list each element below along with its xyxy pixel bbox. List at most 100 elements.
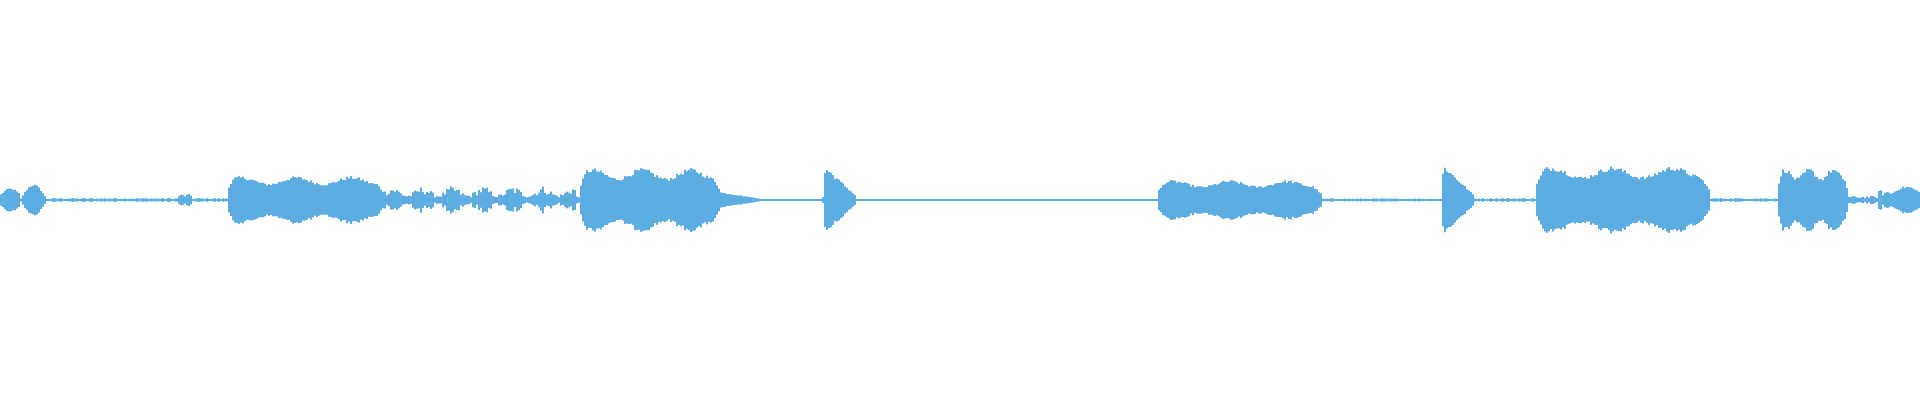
waveform-sample	[1690, 176, 1692, 224]
waveform-sample	[870, 199, 872, 201]
waveform-sample	[700, 172, 702, 228]
waveform-sample	[1628, 173, 1630, 227]
waveform-sample	[294, 177, 296, 223]
waveform-sample	[1128, 199, 1130, 201]
waveform-sample	[1410, 199, 1412, 201]
waveform-sample	[854, 194, 856, 206]
waveform-sample	[1906, 186, 1908, 214]
waveform-sample	[588, 172, 590, 228]
waveform-sample	[1072, 199, 1074, 201]
waveform-sample	[1162, 184, 1164, 216]
waveform-sample	[1464, 186, 1466, 214]
waveform-sample	[72, 198, 74, 202]
waveform-sample	[8, 188, 10, 212]
waveform-sample	[600, 170, 602, 230]
waveform-sample	[1554, 170, 1556, 230]
waveform-sample	[890, 199, 892, 201]
waveform-sample	[300, 177, 302, 223]
waveform-sample	[1356, 198, 1358, 202]
waveform-sample	[1666, 168, 1668, 232]
waveform-sample	[590, 172, 592, 228]
waveform-sample	[272, 183, 274, 217]
waveform-sample	[1130, 199, 1132, 201]
waveform-sample	[994, 199, 996, 201]
waveform-sample	[580, 185, 582, 215]
waveform-sample	[68, 198, 70, 202]
waveform-sample	[1248, 186, 1250, 214]
waveform-sample	[248, 179, 250, 221]
waveform-sample	[482, 187, 484, 213]
waveform-sample	[420, 187, 422, 213]
waveform-sample	[1574, 176, 1576, 224]
waveform-sample	[1542, 171, 1544, 229]
waveform-sample	[1306, 186, 1308, 214]
waveform-sample	[1758, 198, 1760, 202]
waveform-sample	[296, 177, 298, 223]
waveform-sample	[1104, 199, 1106, 201]
waveform-sample	[724, 193, 726, 207]
waveform-sample	[1478, 198, 1480, 202]
waveform-sample	[1062, 199, 1064, 201]
waveform-sample	[754, 197, 756, 203]
waveform-sample	[914, 199, 916, 201]
waveform-sample	[80, 198, 82, 202]
waveform-sample	[1370, 199, 1372, 201]
waveform-sample	[342, 179, 344, 221]
waveform-sample	[1416, 199, 1418, 201]
waveform-sample	[242, 176, 244, 224]
waveform-sample	[1500, 198, 1502, 202]
waveform-sample	[1798, 177, 1800, 223]
waveform-sample	[562, 195, 564, 205]
waveform-sample	[1452, 175, 1454, 225]
waveform-sample	[728, 194, 730, 206]
waveform-sample	[1038, 199, 1040, 201]
waveform-sample	[1734, 198, 1736, 202]
waveform-sample	[1826, 175, 1828, 225]
waveform-sample	[232, 179, 234, 221]
waveform-sample	[1134, 199, 1136, 201]
waveform-sample	[678, 175, 680, 225]
waveform-sample	[666, 179, 668, 221]
waveform-sample	[840, 181, 842, 219]
waveform-sample	[1588, 178, 1590, 222]
waveform-sample	[674, 178, 676, 222]
waveform-sample	[1434, 199, 1436, 201]
waveform-sample	[610, 177, 612, 223]
waveform-sample	[922, 199, 924, 201]
waveform-sample	[950, 199, 952, 201]
waveform-sample	[634, 169, 636, 231]
waveform-sample	[818, 199, 820, 201]
waveform-sample	[212, 198, 214, 202]
waveform-sample	[422, 192, 424, 208]
waveform-sample	[1578, 176, 1580, 224]
waveform-sample	[262, 182, 264, 218]
waveform-sample	[1560, 170, 1562, 230]
waveform-sample	[1778, 183, 1780, 217]
waveform-sample	[882, 199, 884, 201]
waveform-sample	[1056, 199, 1058, 201]
waveform-sample	[344, 180, 346, 220]
waveform-sample	[154, 198, 156, 202]
waveform-sample	[1702, 180, 1704, 220]
waveform-sample	[1218, 183, 1220, 217]
waveform-sample	[518, 189, 520, 211]
waveform-sample	[1648, 175, 1650, 225]
waveform-sample	[96, 198, 98, 202]
waveform-sample	[758, 198, 760, 202]
waveform-sample	[790, 199, 792, 201]
waveform-sample	[528, 196, 530, 204]
waveform-sample	[46, 199, 48, 201]
waveform-sample	[682, 174, 684, 226]
waveform-sample	[1432, 199, 1434, 201]
waveform-sample	[1276, 183, 1278, 217]
waveform-sample	[34, 184, 36, 216]
waveform-sample	[1670, 170, 1672, 230]
waveform-sample	[1228, 181, 1230, 219]
waveform-sample	[1170, 180, 1172, 220]
waveform-sample	[202, 198, 204, 202]
waveform-sample	[1838, 172, 1840, 228]
waveform-sample	[568, 192, 570, 208]
waveform-sample	[14, 189, 16, 211]
